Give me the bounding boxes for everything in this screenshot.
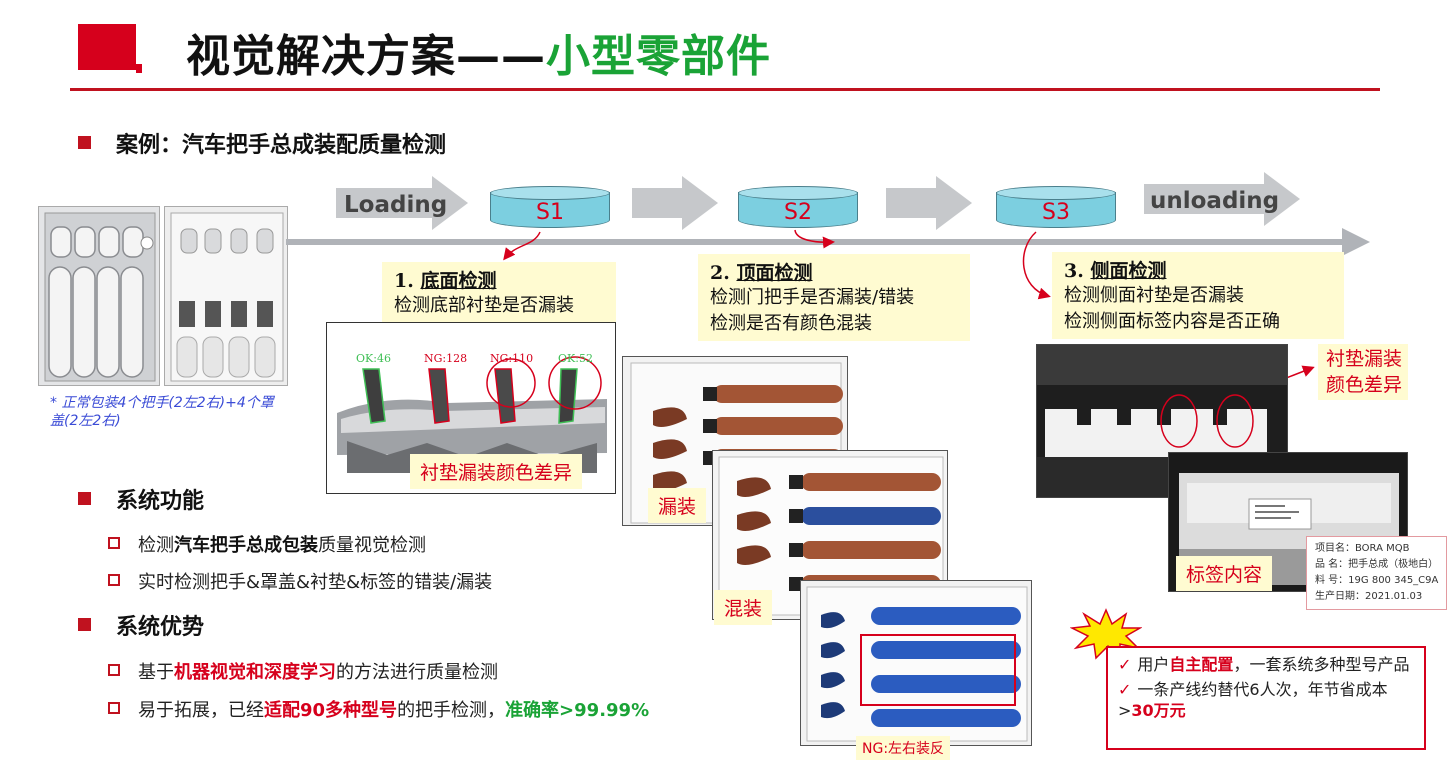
system-function-item-1: 检测汽车把手总成包装质量视觉检测 <box>138 531 426 557</box>
s1-reading-4: OK:52 <box>558 352 593 365</box>
s1-reading-2: NG:128 <box>424 352 468 365</box>
s2-mixed-tag: 混装 <box>714 590 773 625</box>
s2-photo-reversed <box>800 580 1032 746</box>
benefit-row-1: ✓ 用户自主配置，一套系统多种型号产品 <box>1118 654 1414 675</box>
step-2-line-1: 检测门把手是否漏装/错装 <box>710 287 915 308</box>
title-logo-mark <box>78 24 136 70</box>
label-card-line-3: 料 号：19G 800 345_C9A <box>1315 575 1439 586</box>
step-2-line-2: 检测是否有颜色混装 <box>710 313 872 334</box>
step-2-box: 2. 顶面检测 检测门把手是否漏装/错装 检测是否有颜色混装 <box>698 254 970 341</box>
bullet-square <box>78 618 91 631</box>
sa1-post: 的方法进行质量检测 <box>336 662 498 683</box>
sf1-post: 质量视觉检测 <box>318 535 426 556</box>
sa1-red: 机器视觉和深度学习 <box>174 662 336 683</box>
checkbox-bullet <box>108 664 120 676</box>
checkbox-bullet <box>108 574 120 586</box>
system-advantage-heading: 系统优势 <box>116 615 205 640</box>
step-2-title: 顶面检测 <box>736 262 813 284</box>
station-s2: S2 <box>738 186 858 230</box>
sa2-green: 准确率>99.99% <box>505 700 650 721</box>
station-s3-label: S3 <box>1042 200 1070 225</box>
step-2-number: 2. <box>710 262 730 284</box>
step-3-title: 侧面检测 <box>1090 260 1167 282</box>
step-3-line-2: 检测侧面标签内容是否正确 <box>1064 311 1280 332</box>
step-3-number: 3. <box>1064 260 1084 282</box>
process-line-arrowhead <box>1342 228 1370 256</box>
label-card: 项目名：BORA MQB 品 名：把手总成（极地白） 料 号：19G 800 3… <box>1306 536 1448 610</box>
step-1-number: 1. <box>394 270 414 292</box>
unloading-arrow <box>1144 172 1300 228</box>
s3-defect-line-1: 衬垫漏装 <box>1326 348 1403 370</box>
step-3-line-1: 检测侧面衬垫是否漏装 <box>1064 285 1244 306</box>
benefit-1-pre: 用户 <box>1137 655 1170 674</box>
step-2-heading: 2. 顶面检测 <box>710 258 958 285</box>
s3-defect-tag: 衬垫漏装 颜色差异 <box>1318 344 1408 400</box>
s2-reversed-tag: NG:左右装反 <box>856 736 951 760</box>
sf1-bold: 汽车把手总成包装 <box>174 535 318 556</box>
unloading-label: unloading <box>1150 188 1280 214</box>
check-icon: ✓ <box>1118 655 1132 674</box>
flow-arrow-2 <box>886 176 972 232</box>
benefit-2-red: 30万元 <box>1131 701 1186 720</box>
benefit-box: ✓用户自主配置，一套系统多种型号产品 ✓一条产线约替代6人次，年节省成本>30万… <box>1106 646 1426 750</box>
system-function-heading: 系统功能 <box>116 489 205 514</box>
label-card-line-4: 生产日期：2021.01.03 <box>1315 591 1423 602</box>
case-heading: 案例：汽车把手总成装配质量检测 <box>116 133 447 158</box>
station-s2-label: S2 <box>784 200 812 225</box>
loading-arrow <box>336 176 468 232</box>
system-advantage-item-1: 基于机器视觉和深度学习的方法进行质量检测 <box>138 658 498 684</box>
sf1-pre: 检测 <box>138 535 174 556</box>
page-title-main: 视觉解决方案—— <box>186 31 546 82</box>
title-logo-notch <box>136 64 142 73</box>
package-photo-handles <box>38 206 160 386</box>
benefit-1-post: ，一套系统多种型号产品 <box>1233 655 1410 674</box>
sa2-pre: 易于拓展，已经 <box>138 700 264 721</box>
station-s1-label: S1 <box>536 200 564 225</box>
step-3-heading: 3. 侧面检测 <box>1064 256 1332 283</box>
s3-label-tag: 标签内容 <box>1176 556 1273 591</box>
s1-reading-3: NG:110 <box>490 352 534 365</box>
package-photo-tray <box>164 206 288 386</box>
benefit-row-2: ✓一条产线约替代6人次，年节省成本>30万元 <box>1118 679 1414 721</box>
s2-missing-tag: 漏装 <box>648 488 707 523</box>
sa1-pre: 基于 <box>138 662 174 683</box>
s3-defect-line-2: 颜色差异 <box>1326 374 1403 396</box>
title-divider <box>70 88 1380 91</box>
benefit-2-pre: 一条产线约替代6人次，年节省成本> <box>1118 680 1388 720</box>
checkbox-bullet <box>108 702 120 714</box>
s1-defect-tag: 衬垫漏装颜色差异 <box>410 454 583 489</box>
label-card-line-2: 品 名：把手总成（极地白） <box>1315 559 1439 570</box>
system-advantage-item-2: 易于拓展，已经适配90多种型号的把手检测，准确率>99.99% <box>138 696 649 722</box>
bullet-square <box>78 136 91 149</box>
sa2-mid: 的把手检测， <box>397 700 506 721</box>
step-1-title: 底面检测 <box>420 270 497 292</box>
loading-label: Loading <box>344 192 448 218</box>
package-note: * 正常包装4个把手(2左2右)+4个罩盖(2左2右) <box>50 395 274 429</box>
checkbox-bullet <box>108 537 120 549</box>
sa2-red: 适配90多种型号 <box>264 700 398 721</box>
step-1-line-1: 检测底部衬垫是否漏装 <box>394 295 574 316</box>
flow-arrow-1 <box>632 176 718 232</box>
step-3-box: 3. 侧面检测 检测侧面衬垫是否漏装 检测侧面标签内容是否正确 <box>1052 252 1344 339</box>
check-icon: ✓ <box>1118 680 1132 699</box>
page-title: 视觉解决方案——小型零部件 <box>186 20 771 84</box>
benefit-1-red: 自主配置 <box>1169 655 1234 674</box>
station-s1: S1 <box>490 186 610 230</box>
step-1-box: 1. 底面检测 检测底部衬垫是否漏装 <box>382 262 616 323</box>
step-1-heading: 1. 底面检测 <box>394 266 604 293</box>
page-title-accent: 小型零部件 <box>546 31 771 82</box>
system-function-item-2: 实时检测把手&罩盖&衬垫&标签的错装/漏装 <box>138 572 493 593</box>
bullet-square <box>78 492 91 505</box>
s1-reading-1: OK:46 <box>356 352 391 365</box>
label-card-line-1: 项目名：BORA MQB <box>1315 543 1410 554</box>
station-s3: S3 <box>996 186 1116 230</box>
